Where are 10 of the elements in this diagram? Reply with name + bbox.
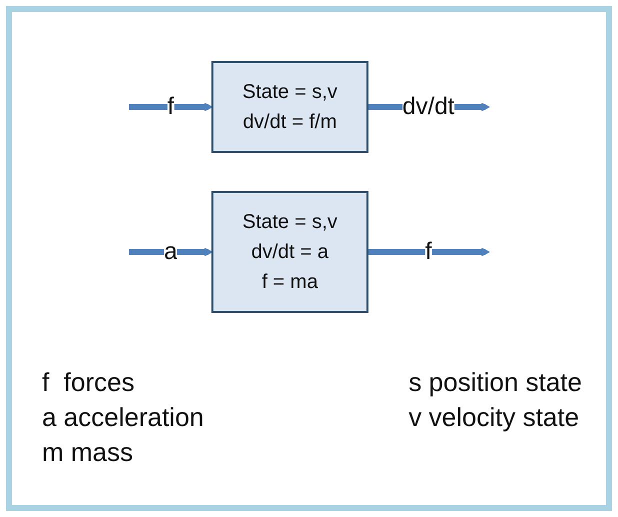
- legend-text: v velocity state: [408, 402, 580, 433]
- legend-text: s position state: [408, 367, 582, 398]
- arrow: [128, 248, 213, 256]
- arrow: [128, 102, 213, 112]
- legend-text: f forces: [42, 367, 136, 398]
- arrow: [367, 248, 490, 256]
- process-box: State = s,v dv/dt = f/m: [211, 61, 368, 153]
- legend-text: a acceleration: [42, 402, 205, 433]
- process-box: State = s,v dv/dt = a f = ma: [211, 191, 368, 313]
- legend-text: m mass: [42, 437, 134, 468]
